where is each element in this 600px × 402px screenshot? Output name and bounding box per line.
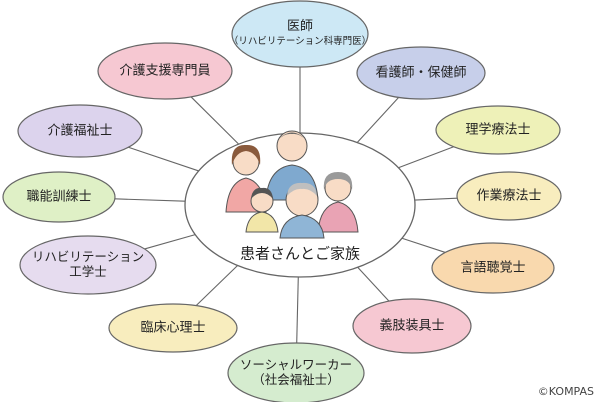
role-label-doctor-2: （リハビリテーション科専門医） [229,35,371,47]
role-node-po: 義肢装具士 [352,298,472,354]
role-label-msw-2: （社会福祉士） [252,372,340,387]
role-label-nurse: 看護師・保健師 [375,65,466,81]
connector-msw [296,276,299,344]
family-illustration-icon [225,130,359,239]
connector-cw [128,146,199,172]
role-label-cw: 介護福祉士 [47,123,112,139]
role-ellipse-ot [456,171,562,221]
role-ellipse-msw [227,342,365,402]
role-ellipse-po [352,298,472,354]
connector-re [144,234,196,250]
role-ellipse-vt [2,171,116,223]
role-node-cw: 介護福祉士 [17,104,143,158]
role-node-doctor: 医師（リハビリテーション科専門医） [229,0,371,68]
role-node-st: 言語聴覚士 [431,242,555,294]
role-ellipse-doctor [231,0,369,68]
role-ellipse-cm [97,42,233,100]
role-node-vt: 職能訓練士 [2,171,116,223]
credit-text: ©KOMPAS [537,385,594,398]
role-ellipse-re [19,235,157,295]
role-label-cp: 臨床心理士 [140,321,205,336]
role-label-msw-1: ソーシャルワーカー [240,357,352,372]
role-node-pt: 理学療法士 [435,105,561,155]
role-label-doctor-1: 医師 [287,19,313,34]
connector-ot [414,197,458,201]
connector-cp [195,265,238,307]
role-label-st: 言語聴覚士 [460,260,525,276]
role-node-cp: 臨床心理士 [108,303,238,353]
role-nodes: 医師（リハビリテーション科専門医）看護師・保健師理学療法士作業療法士言語聴覚士義… [2,0,562,402]
role-ellipse-cp [108,303,238,353]
role-ellipse-st [431,242,555,294]
role-node-cm: 介護支援専門員 [97,42,233,100]
role-label-vt: 職能訓練士 [26,189,91,205]
role-node-nurse: 看護師・保健師 [356,46,486,100]
role-label-re-2: 工学士 [69,264,107,279]
connector-cm [190,96,240,145]
role-ellipse-pt [435,105,561,155]
role-label-po: 義肢装具士 [379,318,444,334]
center-group: 患者さんとご家族 [184,130,416,278]
role-label-pt: 理学療法士 [465,122,530,138]
role-label-ot: 作業療法士 [476,188,541,204]
role-label-cm: 介護支援専門員 [119,63,210,79]
role-label-re-1: リハビリテーション [32,249,144,264]
role-ellipse-cw [17,104,143,158]
connector-vt [114,198,186,202]
role-ellipse-nurse [356,46,486,100]
center-label: 患者さんとご家族 [240,245,360,263]
connector-po [357,266,390,302]
role-node-ot: 作業療法士 [456,171,562,221]
connector-lines [114,67,458,344]
connector-st [401,237,446,253]
connector-pt [398,146,454,169]
connector-nurse [356,96,400,143]
role-node-msw: ソーシャルワーカー（社会福祉士） [227,342,365,402]
